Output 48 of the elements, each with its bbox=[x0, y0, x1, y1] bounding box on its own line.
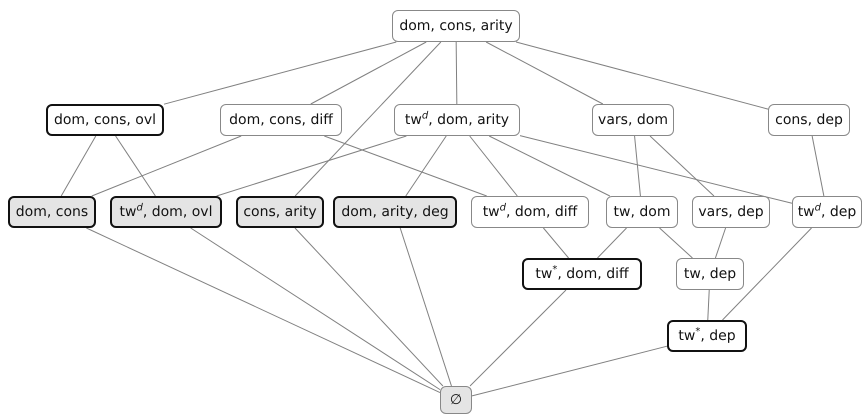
connector-line bbox=[294, 228, 444, 386]
lattice-node: dom, cons, diff bbox=[220, 104, 342, 136]
lattice-node: dom, cons, ovl bbox=[46, 104, 164, 136]
connector-line bbox=[714, 228, 726, 258]
lattice-node: tw$^{d}$, dom, diff bbox=[471, 196, 589, 228]
lattice-node: tw$^{*}$, dep bbox=[667, 320, 747, 352]
connector-line bbox=[115, 136, 156, 196]
lattice-node: tw$^{d}$, dom, ovl bbox=[110, 196, 222, 228]
connector-line bbox=[516, 42, 768, 110]
lattice-node: vars, dom bbox=[592, 104, 674, 136]
connector-line bbox=[650, 136, 714, 196]
connector-line bbox=[520, 135, 792, 204]
lattice-node: cons, arity bbox=[236, 196, 324, 228]
lattice-node: tw$^{d}$, dom, arity bbox=[394, 104, 520, 136]
connector-line bbox=[469, 136, 518, 196]
connector-line bbox=[405, 136, 447, 196]
lattice-node: dom, cons, arity bbox=[392, 10, 520, 42]
connector-line bbox=[634, 136, 641, 196]
connector-line bbox=[60, 136, 96, 196]
lattice-node: vars, dep bbox=[692, 196, 770, 228]
connector-line bbox=[400, 228, 452, 386]
lattice-node: ∅ bbox=[440, 386, 472, 414]
connector-line bbox=[86, 228, 440, 394]
connector-line bbox=[472, 346, 668, 396]
connector-line bbox=[486, 42, 604, 104]
connector-line bbox=[324, 136, 488, 196]
lattice-node: dom, cons bbox=[8, 196, 96, 228]
connector-line bbox=[596, 228, 628, 258]
lattice-node: dom, arity, deg bbox=[333, 196, 457, 228]
connector-line bbox=[488, 136, 610, 196]
lattice-node: tw$^{*}$, dom, diff bbox=[522, 258, 642, 290]
connector-line bbox=[659, 228, 693, 258]
lattice-node: cons, dep bbox=[768, 104, 850, 136]
connector-line bbox=[91, 136, 242, 196]
connector-line bbox=[812, 136, 824, 196]
connector-line bbox=[470, 290, 566, 386]
connector-line bbox=[456, 42, 458, 104]
connector-line bbox=[190, 228, 440, 390]
connector-line bbox=[294, 42, 442, 196]
connector-line bbox=[216, 136, 407, 196]
lattice-node: tw$^{d}$, dep bbox=[792, 196, 862, 228]
connector-line bbox=[542, 228, 570, 258]
connector-line bbox=[310, 42, 427, 104]
connector-line bbox=[707, 290, 710, 320]
connector-line bbox=[722, 228, 812, 320]
lattice-node: tw, dom bbox=[606, 196, 678, 228]
connector-line bbox=[164, 42, 397, 105]
lattice-node: tw, dep bbox=[676, 258, 744, 290]
